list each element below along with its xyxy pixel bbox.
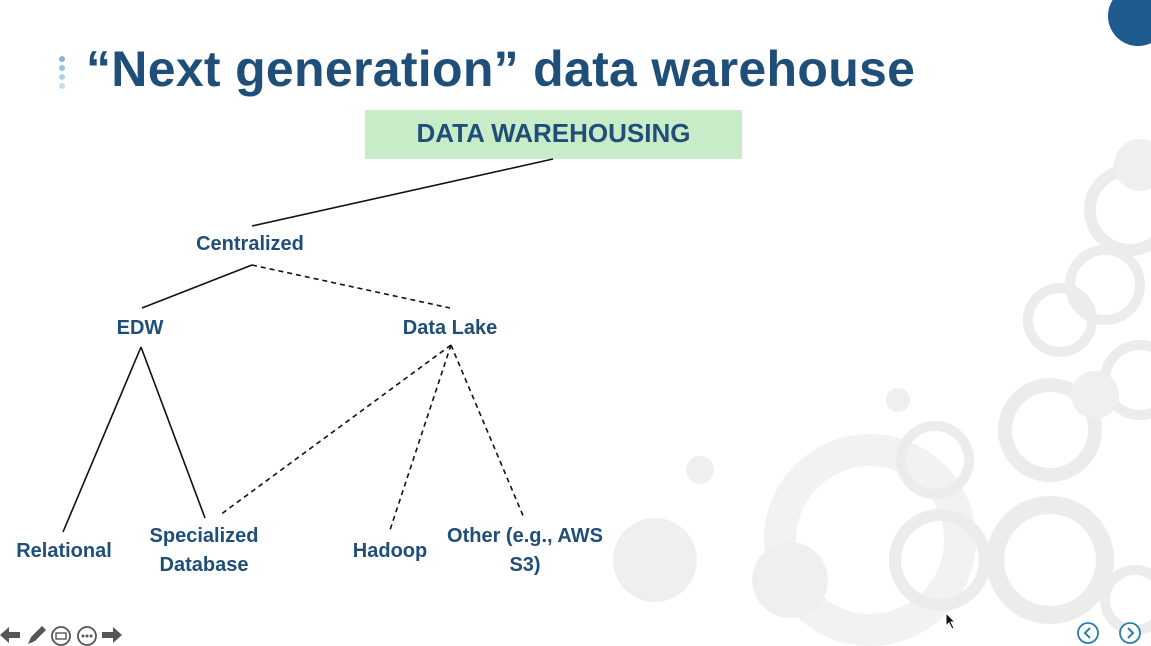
node-edw: EDW: [116, 317, 164, 339]
root-box: [365, 110, 742, 159]
edge-datalake-hadoop: [389, 344, 452, 531]
more-icon[interactable]: [77, 626, 97, 646]
edge-edw-relational: [62, 346, 142, 533]
node-centralized: Centralized: [196, 233, 304, 255]
arrow-left-icon[interactable]: [0, 627, 20, 643]
node-other-aws-s3: Other (e.g., AWS S3): [447, 525, 603, 576]
edge-datalake-specialized: [219, 344, 452, 516]
edge-centralized-edw: [141, 264, 253, 309]
node-data-lake: Data Lake: [402, 317, 498, 339]
previous-slide-icon[interactable]: [1076, 621, 1100, 645]
slide-title: “Next generation” data warehouse: [86, 41, 916, 97]
node-relational: Relational: [16, 540, 112, 562]
node-hadoop: Hadoop: [352, 540, 428, 562]
edge-edw-specialized: [140, 346, 206, 519]
edge-datalake-other: [450, 344, 525, 519]
next-slide-icon[interactable]: [1118, 621, 1142, 645]
node-specialized-database: Specialized Database: [149, 525, 259, 576]
title-bullet-icon: [58, 56, 66, 96]
subtitle-icon[interactable]: [51, 626, 71, 646]
presenter-toolbar: [0, 626, 122, 646]
node-data-warehousing: DATA WAREHOUSING: [416, 118, 691, 148]
edge-root-centralized: [251, 158, 554, 227]
arrow-right-icon[interactable]: [102, 627, 122, 643]
pen-icon[interactable]: [28, 626, 46, 644]
mouse-cursor-icon: [945, 612, 957, 630]
edge-centralized-datalake: [251, 264, 451, 309]
